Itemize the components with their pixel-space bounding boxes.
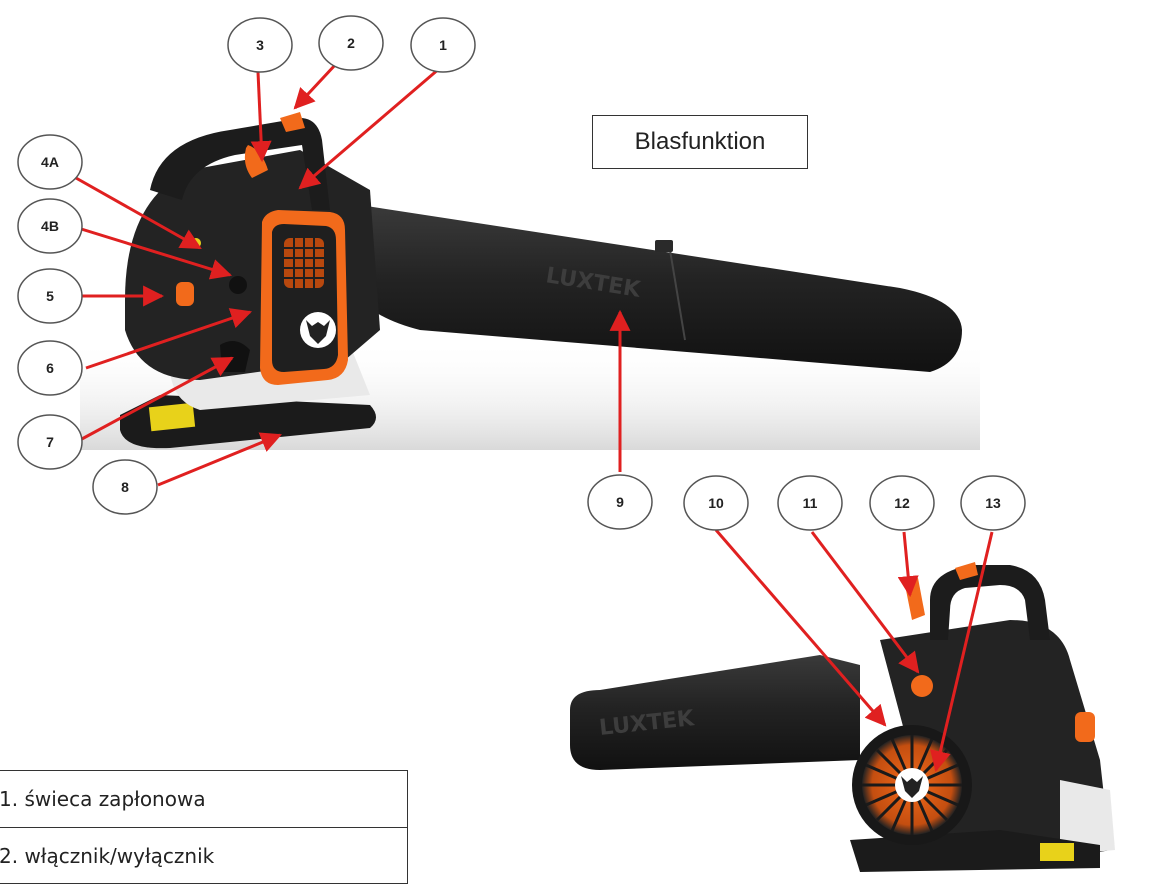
diagram-title: Blasfunktion [592, 115, 808, 169]
callout-10-label: 10 [708, 495, 724, 511]
front-tube [570, 655, 860, 770]
vent-grid [284, 238, 324, 288]
callout-bubbles: 1 2 3 4A 4B 5 6 7 [17, 15, 1026, 531]
arrow-1 [298, 66, 441, 190]
arrow-12 [897, 531, 919, 598]
callout-6-label: 6 [46, 360, 54, 376]
front-knob [911, 675, 933, 697]
callout-4b: 4B [17, 198, 83, 254]
front-handle-tip [955, 562, 978, 580]
front-warning-label [1040, 843, 1074, 861]
callout-12-label: 12 [894, 495, 910, 511]
legend-row: 1. świeca zapłonowa [0, 787, 206, 811]
callout-11-label: 11 [803, 495, 818, 511]
callout-7-label: 7 [46, 434, 54, 450]
callout-3-label: 3 [256, 37, 264, 53]
callout-13: 13 [960, 475, 1026, 531]
callout-8: 8 [92, 459, 158, 515]
callout-12: 12 [869, 475, 935, 531]
handle [150, 118, 330, 210]
blower-tube [360, 205, 962, 372]
callout-6: 6 [17, 340, 83, 396]
arrow-13 [930, 531, 994, 773]
arrow-2 [293, 62, 338, 110]
arrow-10 [714, 529, 887, 727]
callout-10: 10 [683, 475, 749, 531]
callout-1: 1 [410, 17, 476, 73]
callout-5-label: 5 [46, 288, 54, 304]
arrow-3 [250, 71, 272, 163]
choke-knob [176, 282, 194, 306]
arrow-11 [810, 531, 920, 674]
front-white-part [1060, 780, 1115, 855]
callout-7: 7 [17, 414, 83, 470]
primer-bulb [229, 276, 247, 294]
tube-clip [655, 240, 673, 252]
fox-logo-mark [306, 320, 330, 344]
callout-3: 3 [227, 17, 293, 73]
front-fox-mark [901, 776, 923, 798]
callout-8-label: 8 [121, 479, 129, 495]
callout-13-label: 13 [985, 495, 1001, 511]
arrow-4a [75, 176, 202, 250]
front-handle [930, 565, 1050, 640]
front-side-knob [1075, 712, 1095, 742]
arrow-6 [85, 308, 252, 370]
blower-front-view: LUXTEK [570, 562, 1115, 872]
legend-row: 2. włącznik/wyłącznik [0, 827, 407, 883]
arrow-4b [77, 226, 233, 280]
callout-2: 2 [318, 15, 384, 71]
arrow-8 [157, 432, 282, 487]
callout-2-label: 2 [347, 35, 355, 51]
callout-5: 5 [17, 268, 83, 324]
callout-9-label: 9 [616, 494, 624, 510]
blower-side-view: LUXTEK [80, 112, 980, 450]
callout-1-label: 1 [439, 37, 447, 53]
tube-joint [669, 249, 686, 341]
legend-table: 1. świeca zapłonowa 2. włącznik/wyłączni… [0, 770, 408, 884]
callout-4b-label: 4B [41, 218, 59, 234]
warning-label [148, 402, 196, 432]
handle-tip [280, 112, 305, 132]
callout-4a-label: 4A [41, 154, 59, 170]
callout-4a: 4A [17, 134, 83, 190]
pointer-arrows [75, 62, 994, 773]
callout-11: 11 [777, 475, 843, 531]
callout-9: 9 [587, 474, 653, 530]
arrow-7 [79, 356, 234, 442]
